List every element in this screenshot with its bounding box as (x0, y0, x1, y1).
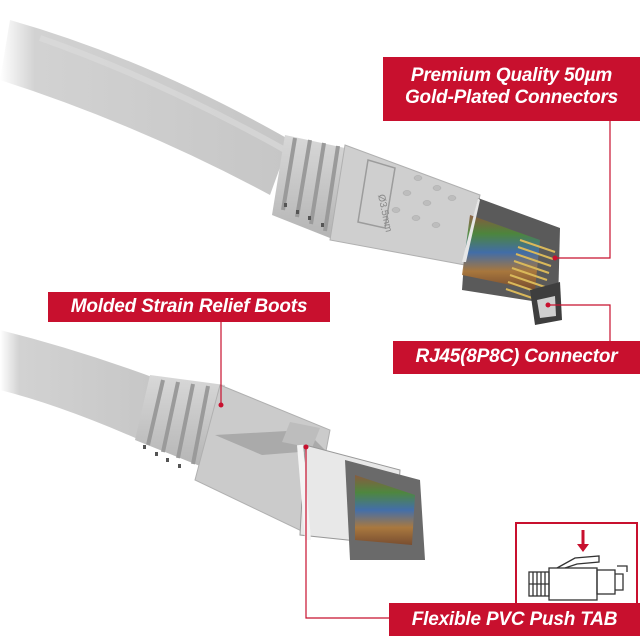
top-rj45-connector (462, 198, 562, 325)
leader-gold-plated (555, 121, 611, 259)
callout-gold-plated-connectors: Premium Quality 50µm Gold-Plated Connect… (383, 57, 640, 121)
callout-gold-line1: Premium Quality 50µm (410, 65, 613, 86)
bottom-boot (135, 375, 331, 536)
callout-rj45-connector: RJ45(8P8C) Connector (393, 341, 640, 374)
top-boot: Ø3.5mm (272, 135, 481, 266)
connector-push-diagram-icon (528, 530, 628, 601)
callout-push-tab: Flexible PVC Push TAB (389, 603, 640, 636)
callout-gold-line2: Gold-Plated Connectors (404, 87, 619, 108)
callout-rj45-text: RJ45(8P8C) Connector (415, 346, 618, 367)
bottom-rj45-connector (297, 444, 425, 560)
callout-strain-relief-text: Molded Strain Relief Boots (70, 296, 308, 317)
callout-strain-relief-boots: Molded Strain Relief Boots (48, 292, 330, 322)
push-tab-inset-diagram (515, 522, 638, 604)
leader-push-tab (305, 447, 389, 619)
bottom-cable (0, 330, 160, 440)
top-cable (0, 20, 290, 195)
callout-push-tab-text: Flexible PVC Push TAB (411, 609, 618, 630)
